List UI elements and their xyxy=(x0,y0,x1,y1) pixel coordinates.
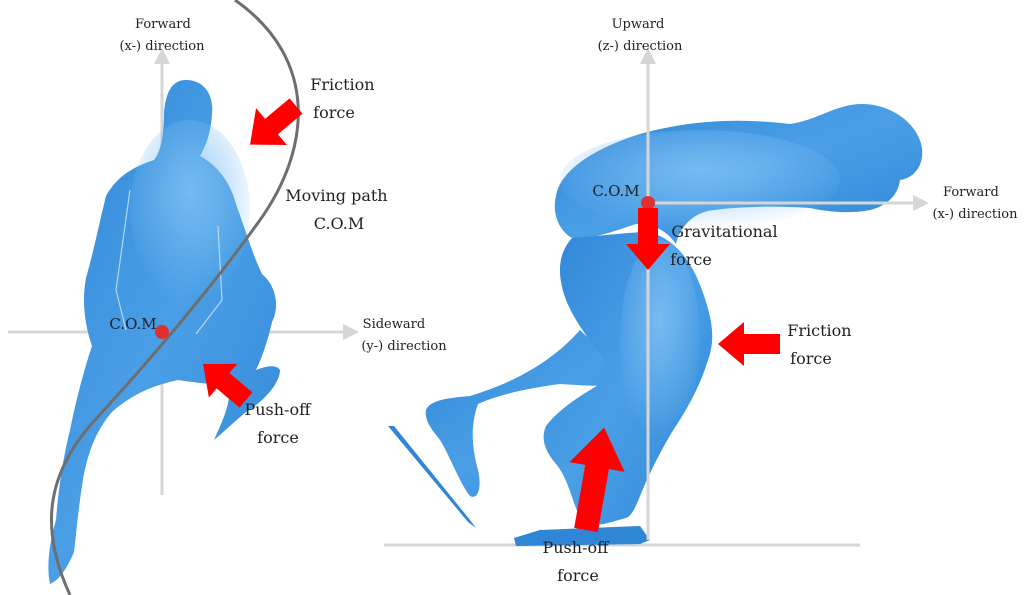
front-view: Forward (x-) direction Sideward (y-) dir… xyxy=(8,0,447,595)
front-forward-axis-label: Forward (x-) direction xyxy=(119,17,205,54)
front-sideward-axis-line2: (y-) direction xyxy=(361,339,447,354)
front-friction-line2: force xyxy=(313,103,355,122)
front-com-label: C.O.M xyxy=(109,315,156,333)
side-com-label: C.O.M xyxy=(592,182,639,200)
front-friction-line1: Friction xyxy=(310,75,374,94)
side-forward-axis-label: Forward (x-) direction xyxy=(932,185,1018,222)
side-pushoff-line2: force xyxy=(557,566,599,585)
front-sideward-axis-label: Sideward (y-) direction xyxy=(361,317,447,354)
side-friction-line2: force xyxy=(790,349,832,368)
side-pushoff-line1: Push-off xyxy=(542,538,610,557)
front-sideward-axis-line1: Sideward xyxy=(363,317,426,332)
moving-path-line2: C.O.M xyxy=(314,214,364,233)
moving-path-line1: Moving path xyxy=(285,186,387,205)
gravitational-line1: Gravitational xyxy=(671,222,777,241)
side-friction-line1: Friction xyxy=(787,321,851,340)
front-pushoff-label: Push-off force xyxy=(244,400,315,447)
front-forward-axis-line1: Forward xyxy=(135,17,191,32)
side-forward-axis-line2: (x-) direction xyxy=(932,207,1018,222)
front-pushoff-line2: force xyxy=(257,428,299,447)
side-pushoff-label: Push-off force xyxy=(542,538,613,585)
front-friction-arrow xyxy=(235,88,312,163)
front-pushoff-line1: Push-off xyxy=(244,400,312,419)
upward-axis-line1: Upward xyxy=(612,17,665,32)
front-com-dot xyxy=(155,325,169,339)
gravitational-label: Gravitational force xyxy=(670,222,782,269)
side-forward-axis-line1: Forward xyxy=(943,185,999,200)
front-friction-label: Friction force xyxy=(310,75,379,122)
gravitational-line2: force xyxy=(670,250,712,269)
side-friction-arrow xyxy=(718,322,780,366)
upward-axis-line2: (z-) direction xyxy=(598,39,683,54)
side-com-dot xyxy=(641,196,655,210)
moving-path-label: Moving path C.O.M xyxy=(285,186,392,233)
side-view: Upward (z-) direction Forward (x-) direc… xyxy=(384,17,1018,585)
upward-axis-label: Upward (z-) direction xyxy=(598,17,683,54)
side-friction-label: Friction force xyxy=(787,321,856,368)
front-forward-axis-line2: (x-) direction xyxy=(119,39,205,54)
